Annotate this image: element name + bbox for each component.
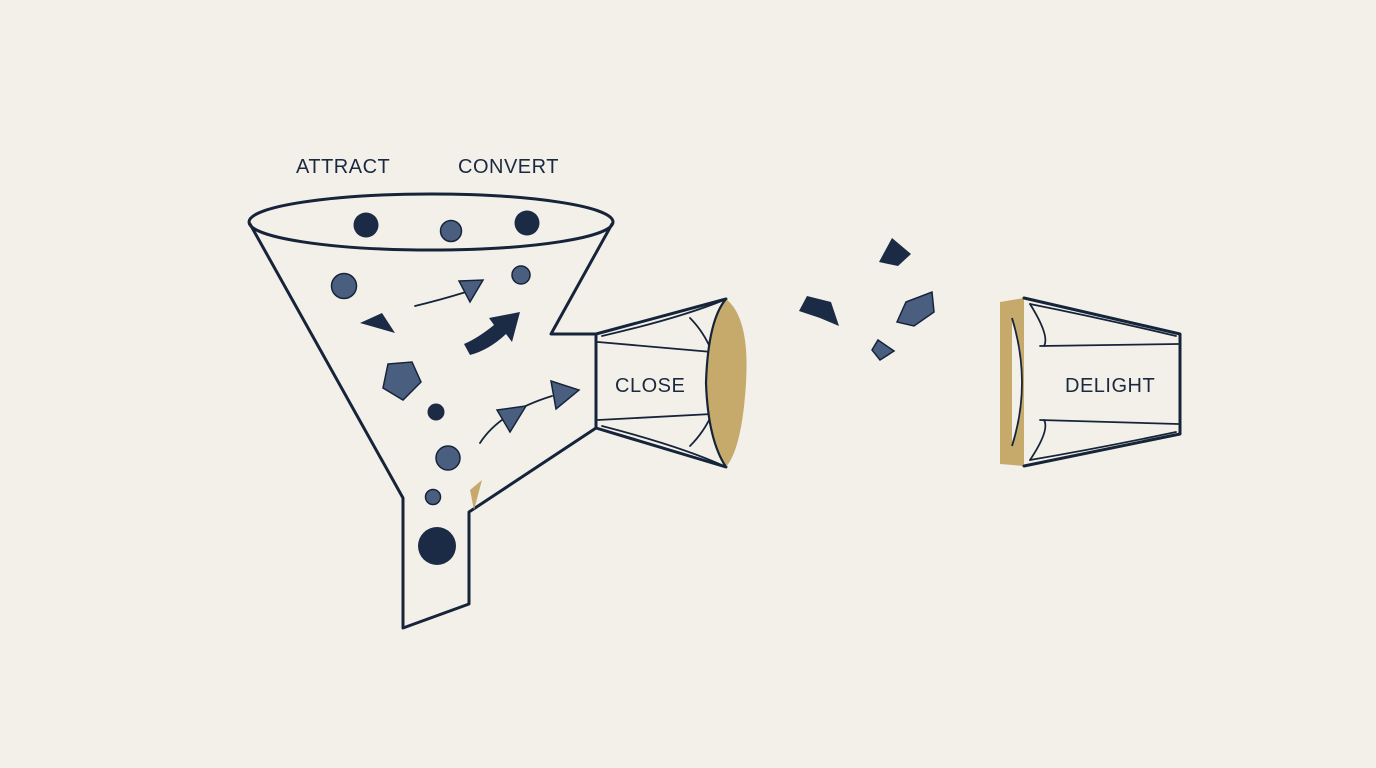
close-cone-line: [601, 299, 725, 337]
arrow-head: [457, 279, 485, 304]
fragment: [879, 238, 911, 266]
particle-dot: [427, 403, 445, 421]
delight-cone-line: [1039, 419, 1179, 425]
spout-accent: [470, 480, 482, 510]
close-cone-lens-edge: [704, 298, 727, 468]
delight-cone-line: [1039, 343, 1179, 347]
delight-cone-line: [1029, 431, 1177, 461]
funnel: [247, 192, 615, 630]
close-cone-line: [597, 413, 713, 421]
arrow-head: [550, 379, 581, 411]
particle-pentagon: [382, 361, 422, 401]
close-cone: CLOSE: [594, 297, 747, 469]
delight-cone-lens-edge: [1011, 317, 1023, 447]
particle-dot: [353, 212, 379, 238]
funnel-right-edge: [549, 222, 614, 336]
delight-cone-outline: [1022, 296, 1182, 468]
close-cone-lens: [706, 299, 747, 467]
delight-cone-line: [1029, 303, 1177, 337]
close-cone-line: [601, 425, 725, 467]
delight-cone-line: [1029, 419, 1047, 461]
particle-dot: [514, 210, 540, 236]
particle-dot: [424, 488, 442, 506]
stage-label-delight: DELIGHT: [1065, 375, 1155, 397]
close-cone-edge: [594, 297, 728, 336]
funnel-rim: [247, 192, 615, 252]
delight-cone-line: [1029, 303, 1047, 347]
funnel-left-and-spout: [248, 222, 598, 630]
close-cone-line: [597, 341, 713, 353]
particle-dot: [435, 445, 461, 471]
stage-label-close: CLOSE: [615, 375, 685, 397]
particle-dot: [330, 272, 358, 300]
particle-shard: [360, 313, 395, 333]
stage-label-attract: ATTRACT: [296, 156, 390, 178]
funnel-particles: [330, 210, 581, 565]
arrow-curve: [414, 291, 467, 307]
bold-arrow: [464, 312, 520, 355]
fragment: [799, 296, 839, 326]
close-cone-edge: [594, 426, 728, 469]
particle-dot: [418, 527, 456, 565]
fragment: [895, 290, 935, 327]
fragments: [799, 238, 935, 361]
particle-dot: [439, 219, 463, 243]
particle-dot: [511, 265, 531, 285]
delight-cone: DELIGHT: [1000, 296, 1182, 468]
fragment: [871, 338, 896, 361]
stage-label-convert: CONVERT: [458, 156, 559, 178]
arrow-head: [495, 405, 528, 434]
